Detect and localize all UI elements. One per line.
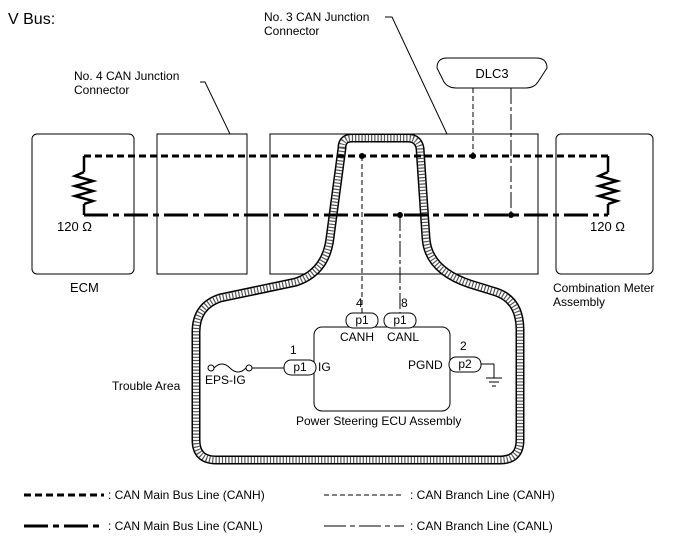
pgnd-label: PGND — [408, 358, 443, 372]
pin-2: 2 — [460, 339, 467, 353]
ecm-label: ECM — [70, 280, 99, 295]
canl-connector-label: p1 — [393, 313, 407, 327]
no4-junction-box — [156, 133, 248, 275]
legend-main-canl-label: : CAN Main Bus Line (CANL) — [108, 519, 263, 533]
pin-4: 4 — [356, 296, 363, 310]
meter-box — [555, 133, 654, 275]
no4-leader — [200, 81, 231, 135]
legend-branch-canl-label: : CAN Branch Line (CANL) — [410, 519, 553, 533]
canl-label: CANL — [387, 330, 419, 344]
pgnd-connector-label: p2 — [458, 357, 472, 371]
no4-label-line2: Connector — [74, 83, 129, 97]
ig-label: IG — [318, 360, 331, 374]
ecu-label: Power Steering ECU Assembly — [296, 414, 461, 428]
ecm-resistor — [70, 156, 98, 215]
meter-label-line1: Combination Meter — [553, 281, 654, 295]
eps-ig-fuse — [207, 363, 284, 373]
no3-leader — [385, 16, 448, 135]
canh-connector — [345, 312, 379, 329]
trouble-area-label: Trouble Area — [112, 379, 181, 393]
canl-connector — [383, 312, 417, 329]
ecm-resistor-label: 120 Ω — [57, 219, 92, 234]
ecm-box — [31, 133, 135, 275]
eps-ig-label: EPS-IG — [205, 373, 246, 387]
no3-label-line1: No. 3 CAN Junction — [264, 10, 369, 24]
ground-icon — [481, 363, 502, 387]
canh-connector-label: p1 — [355, 313, 369, 327]
meter-resistor — [594, 156, 622, 215]
dlc3-canl-node — [508, 212, 514, 218]
dlc3-canh-node — [470, 153, 476, 159]
meter-resistor-label: 120 Ω — [590, 219, 625, 234]
dlc3-connector — [436, 57, 548, 89]
dlc3-label: DLC3 — [475, 66, 508, 81]
ecu-canl-node — [397, 212, 403, 218]
canh-label: CANH — [340, 330, 374, 344]
ig-connector-label: p1 — [293, 360, 307, 374]
legend: : CAN Main Bus Line (CANH) : CAN Branch … — [24, 488, 555, 533]
no4-label-line1: No. 4 CAN Junction — [74, 69, 179, 83]
pin-8: 8 — [401, 296, 408, 310]
legend-branch-canh-label: : CAN Branch Line (CANH) — [410, 488, 555, 502]
legend-main-canh-label: : CAN Main Bus Line (CANH) — [108, 488, 265, 502]
diagram-title: V Bus: — [8, 11, 55, 28]
pin-1: 1 — [290, 343, 297, 357]
meter-label-line2: Assembly — [553, 295, 605, 309]
no3-label-line2: Connector — [264, 24, 319, 38]
ecu-canh-node — [359, 153, 365, 159]
